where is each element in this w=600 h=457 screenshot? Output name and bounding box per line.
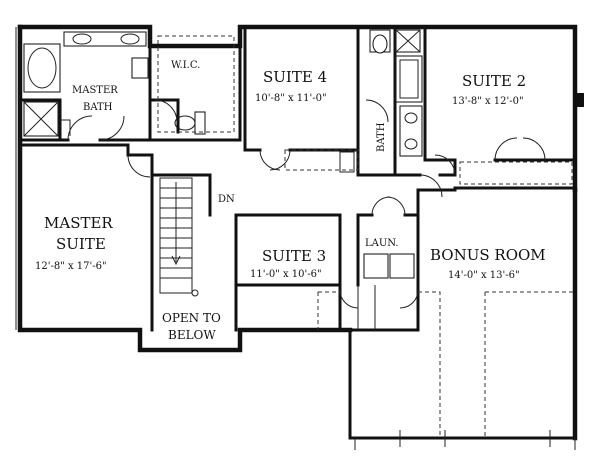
master-bath-label-2: BATH: [83, 102, 113, 113]
bath-fixtures: [365, 29, 423, 157]
hall-doors: [127, 154, 406, 216]
chimney-mark: [576, 93, 584, 107]
master-bath-label-1: MASTER: [72, 85, 118, 96]
suite3-name: SUITE 3: [262, 247, 326, 265]
open-below-label-2: BELOW: [168, 328, 216, 342]
bonus-room-name: BONUS ROOM: [430, 246, 546, 264]
master-suite-label-1: MASTER: [44, 214, 113, 232]
suite2-dims: 13'-8" x 12'-0": [452, 96, 524, 107]
bathtub: [23, 43, 61, 93]
dashed-ceiling-lines: [317, 291, 575, 438]
suite3-dims: 11'-0" x 10'-6": [250, 269, 322, 280]
suite2-closet: [419, 137, 573, 198]
interior-walls: [18, 25, 577, 332]
suite4-name: SUITE 4: [263, 68, 327, 86]
wic-label: W.I.C.: [171, 60, 200, 71]
open-below-label-1: OPEN TO: [162, 311, 221, 325]
master-suite-dims: 12'-8" x 17'-6": [35, 261, 107, 272]
laundry-label: LAUN.: [365, 238, 399, 249]
master-bath-fixtures: [23, 31, 206, 141]
suite2-name: SUITE 2: [462, 72, 526, 90]
washer: [363, 253, 389, 279]
room-labels: MASTER BATH W.I.C. SUITE 4 10'-8" x 11'-…: [35, 60, 546, 342]
bath-label: BATH: [376, 122, 387, 152]
dryer: [389, 253, 415, 279]
stairs: [159, 177, 199, 297]
suite4-closet: [259, 149, 359, 173]
stair-direction: DN: [218, 194, 235, 205]
wic-fixtures: [157, 35, 235, 133]
vanity: [63, 31, 147, 47]
master-suite-label-2: SUITE: [56, 235, 106, 253]
bonus-room-dims: 14'-0" x 13'-6": [448, 270, 520, 281]
suite4-dims: 10'-8" x 11'-0": [255, 93, 327, 104]
laundry-fixtures: [339, 253, 419, 330]
